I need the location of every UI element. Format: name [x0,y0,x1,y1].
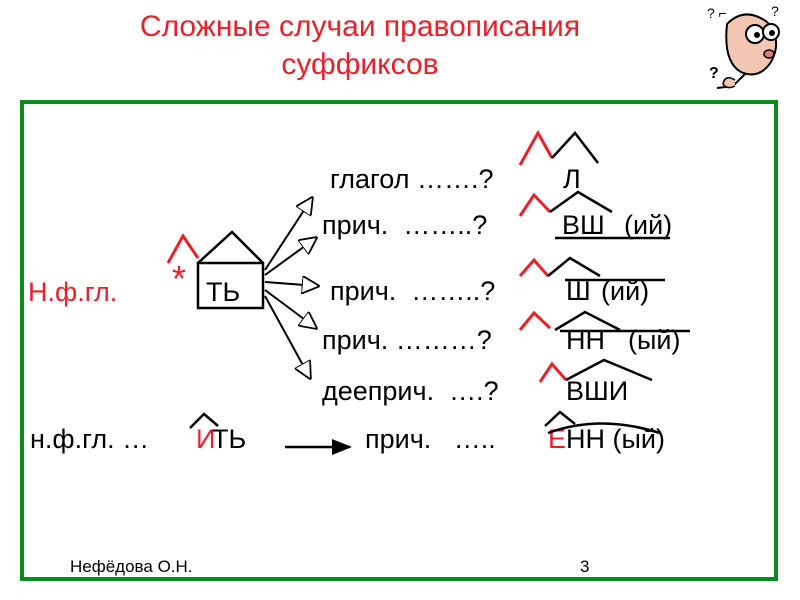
row-part3-suffix: НН [566,325,605,355]
row-verb-lead: глагол …….? [330,164,494,194]
row-part1-ending: (ий) [624,210,673,240]
row-gerund-suffix: ВШИ [566,376,629,406]
row-part3-lead: прич. ………? [322,325,492,355]
row-part3-ending: (ый) [628,325,681,355]
star-mark: * [172,258,187,299]
row-part2-suffix: Ш [566,276,591,306]
bottom-e-vowel: Е [548,424,567,454]
bottom-te: ТЬ [212,424,247,454]
row-verb-suffix: Л [563,164,581,194]
bottom-nfgl: н.ф.гл. … [30,424,150,454]
slide-title: Сложные случаи правописания суффиксов [60,8,660,84]
bottom-i-vowel: И [196,424,216,454]
row-part2-lead: прич. ……..? [330,276,496,306]
svg-text:? ⌐: ? ⌐ [707,5,727,21]
footer-page-number: 3 [580,557,590,576]
content-frame [20,100,778,581]
row-part1-lead: прич. ……..? [322,210,488,240]
title-line-2: суффиксов [281,48,439,81]
confused-face-icon: ? ⌐ ? ? [707,3,780,89]
title-line-1: Сложные случаи правописания [139,10,581,43]
row-gerund-lead: дееприч. ….? [322,376,499,406]
bottom-participle: прич. ….. [365,424,496,454]
te-suffix-label: ТЬ [206,277,241,307]
svg-text:?: ? [709,65,719,82]
svg-text:?: ? [771,3,779,19]
row-part2-ending: (ий) [601,276,650,306]
row-part1-suffix: ВШ [562,210,605,240]
bottom-nn-ending: НН (ый) [566,424,665,454]
nfgl-label: Н.ф.гл. [28,277,118,307]
footer-author: Нефёдова О.Н. [70,557,193,576]
